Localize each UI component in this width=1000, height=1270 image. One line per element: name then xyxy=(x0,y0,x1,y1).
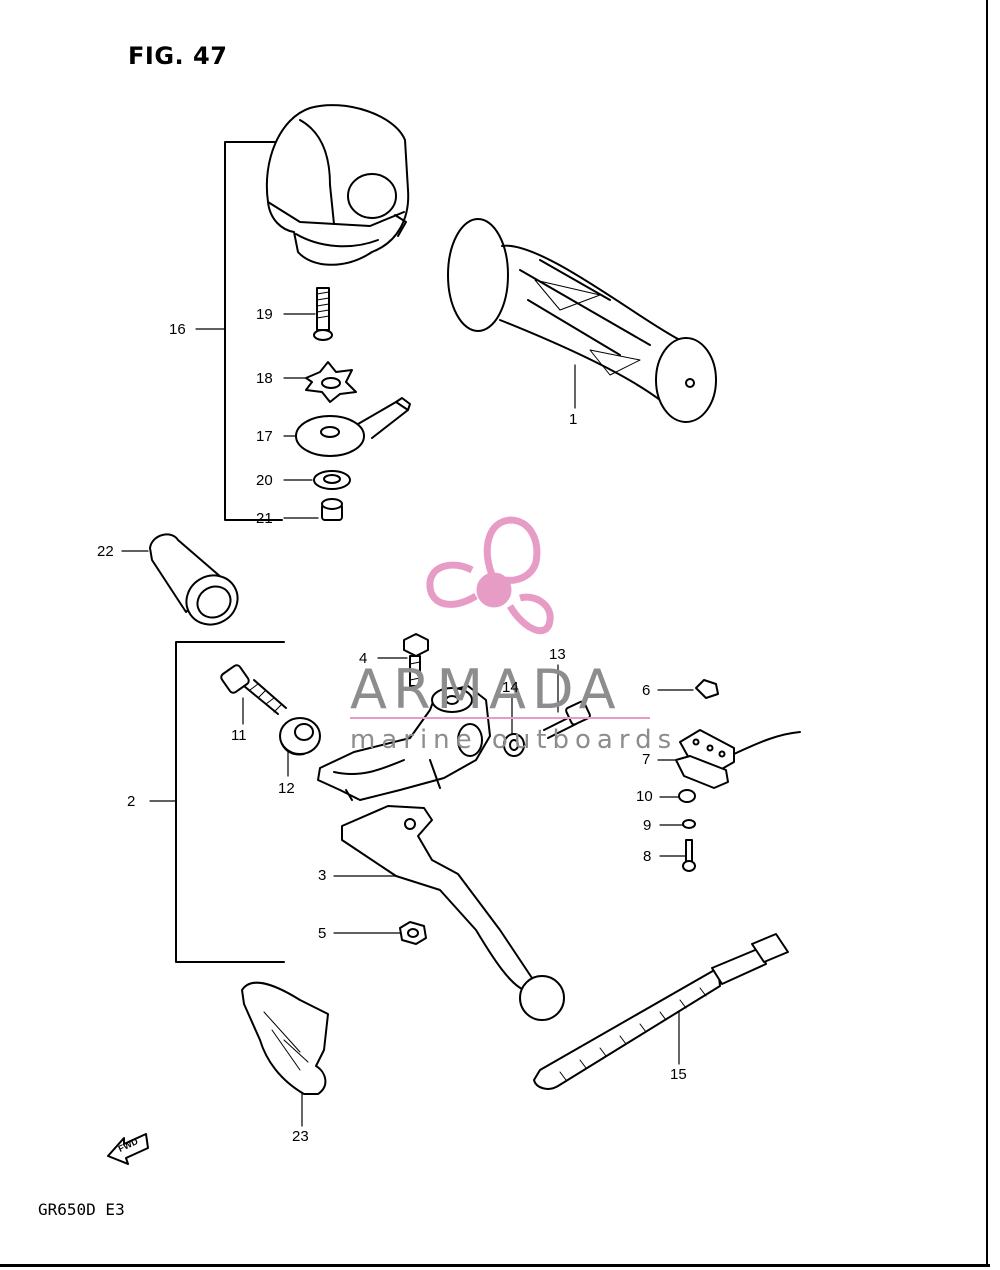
switch-7 xyxy=(675,729,801,789)
callout-9: 9 xyxy=(643,817,652,834)
callout-8: 8 xyxy=(643,848,652,865)
lever-bracket-2 xyxy=(317,685,491,801)
screw-21 xyxy=(321,498,343,521)
nut-5 xyxy=(399,921,427,945)
callout-22: 22 xyxy=(97,543,114,560)
callout-6: 6 xyxy=(642,682,651,699)
callout-7: 7 xyxy=(642,751,651,768)
washer-14 xyxy=(503,733,525,757)
fwd-arrow-icon xyxy=(107,1133,149,1165)
choke-lever-17 xyxy=(295,397,411,457)
group-bracket-2 xyxy=(175,641,285,963)
callout-3: 3 xyxy=(318,867,327,884)
callout-19: 19 xyxy=(256,306,273,323)
watermark-brand: ARMADA xyxy=(350,658,622,721)
callout-11: 11 xyxy=(231,727,247,744)
screw-8 xyxy=(682,839,696,872)
callout-17: 17 xyxy=(256,428,273,445)
callout-14: 14 xyxy=(502,679,519,696)
cable-tie-15 xyxy=(533,933,789,1090)
watermark-subtitle: marine outboards xyxy=(350,725,678,755)
callout-2: 2 xyxy=(127,793,136,810)
callout-23: 23 xyxy=(292,1128,309,1145)
callout-13: 13 xyxy=(549,646,566,663)
callout-5: 5 xyxy=(318,925,327,942)
callout-12: 12 xyxy=(278,780,295,797)
page-border-bottom xyxy=(0,1264,990,1267)
callout-1: 1 xyxy=(569,411,578,428)
callout-18: 18 xyxy=(256,370,273,387)
callout-20: 20 xyxy=(256,472,273,489)
clip-6 xyxy=(695,679,719,699)
washer-20 xyxy=(313,470,351,490)
callout-15: 15 xyxy=(670,1066,687,1083)
callout-4: 4 xyxy=(359,650,368,667)
callout-10: 10 xyxy=(636,788,653,805)
grip-1 xyxy=(447,218,717,423)
callout-21: 21 xyxy=(256,510,273,527)
dust-boot-22 xyxy=(149,533,239,626)
locknut-12 xyxy=(279,717,321,756)
clutch-lever-3 xyxy=(341,805,565,1021)
washer-10 xyxy=(678,789,696,803)
washer-9 xyxy=(682,819,696,829)
switch-housing-16 xyxy=(265,104,410,266)
adjuster-bolt-11 xyxy=(220,664,287,715)
model-code: GR650D E3 xyxy=(38,1200,125,1219)
bolt-4 xyxy=(403,633,429,687)
propeller-logo-icon xyxy=(426,516,554,635)
callout-16: 16 xyxy=(169,321,186,338)
lock-washer-18 xyxy=(305,361,357,403)
figure-title: FIG. 47 xyxy=(128,42,228,70)
screw-19 xyxy=(313,287,333,341)
watermark-divider xyxy=(350,717,650,719)
lever-cover-23 xyxy=(241,981,329,1095)
page-border-right xyxy=(986,0,988,1266)
group-bracket-16 xyxy=(224,141,283,521)
